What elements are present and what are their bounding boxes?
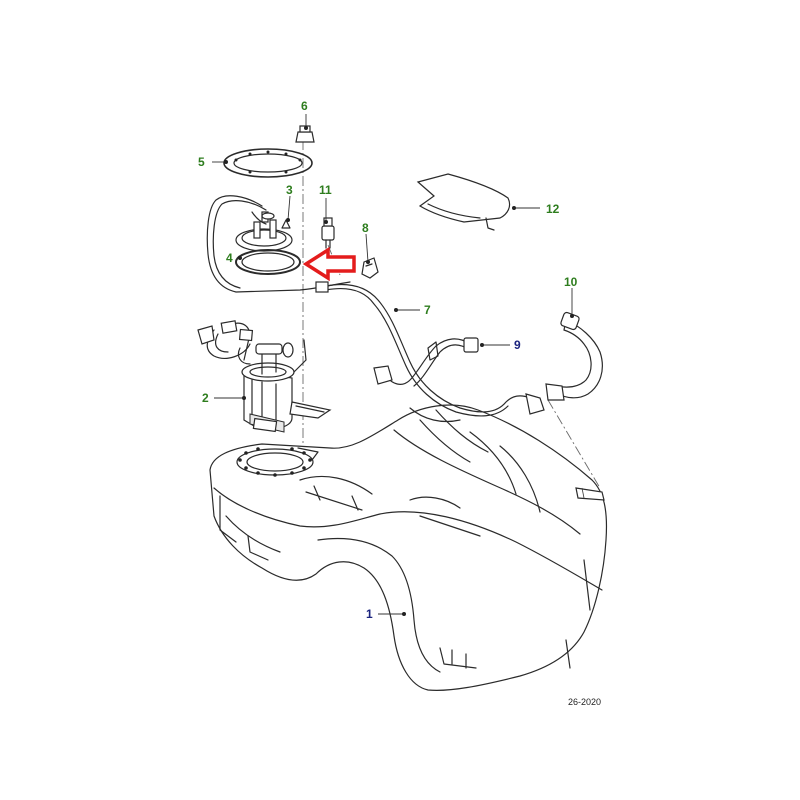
callout-10: 10 (564, 275, 578, 289)
vapour-line (373, 337, 479, 387)
fuel-pump-module (197, 320, 332, 433)
leader-lines (212, 114, 574, 616)
callout-7: 7 (424, 303, 431, 317)
arrow-left-outline-icon (302, 246, 356, 282)
reference-code: 26-2020 (568, 697, 601, 707)
connector-clip (361, 257, 379, 279)
clamp-valve (321, 217, 335, 249)
callout-12: 12 (546, 202, 560, 216)
filler-hose (545, 311, 603, 401)
callout-6: 6 (301, 99, 308, 113)
locking-ring (223, 148, 313, 178)
callout-labels: 1 2 3 4 5 6 7 8 9 10 11 12 (198, 99, 578, 621)
pump-flange-cap (206, 195, 351, 293)
callout-2: 2 (202, 391, 209, 405)
callout-5: 5 (198, 155, 205, 169)
callout-3: 3 (286, 183, 293, 197)
callout-8: 8 (362, 221, 369, 235)
heat-shield (416, 173, 511, 231)
fuel-tank (209, 404, 608, 691)
callout-4: 4 (226, 251, 233, 265)
callout-9: 9 (514, 338, 521, 352)
fuel-line (315, 281, 545, 417)
seal-ring (235, 249, 301, 275)
callout-11: 11 (319, 183, 332, 197)
callout-1: 1 (366, 607, 373, 621)
